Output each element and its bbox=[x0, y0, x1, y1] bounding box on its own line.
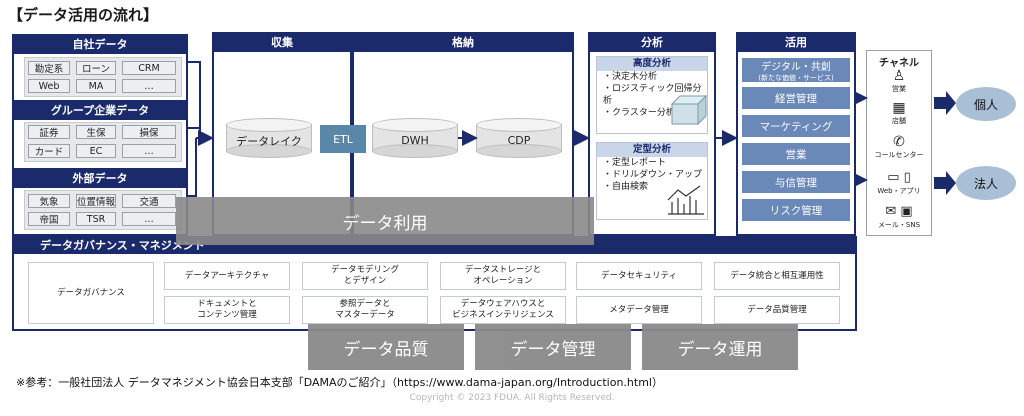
source-tag: 気象 bbox=[28, 194, 70, 208]
source-tag: Web bbox=[28, 79, 70, 93]
data-operation-bar: データ運用 bbox=[642, 324, 798, 370]
collection-header: 収集 bbox=[212, 32, 352, 52]
source-tag: … bbox=[122, 144, 176, 158]
channel-label: 営業 bbox=[892, 85, 906, 93]
data-use-overlay: データ利用 bbox=[176, 197, 594, 245]
group-data-header: グループ企業データ bbox=[12, 100, 188, 120]
governance-cell: データウェアハウスと ビジネスインテリジェンス bbox=[440, 296, 566, 324]
reference-footnote: ※参考：一般社団法人 データマネジメント協会日本支部「DAMAのご紹介」（htt… bbox=[16, 376, 663, 389]
target-individual: 個人 bbox=[956, 87, 1016, 121]
source-tag: TSR bbox=[76, 212, 116, 226]
channel-callcenter: ✆ コールセンター bbox=[866, 134, 932, 160]
channel-label: 店舗 bbox=[892, 117, 906, 125]
governance-cell: 参照データと マスターデータ bbox=[302, 296, 428, 324]
copyright: Copyright © 2023 FDUA. All Rights Reserv… bbox=[409, 393, 615, 403]
usage-item-credit: 与信管理 bbox=[742, 171, 850, 193]
channels-header: チャネル bbox=[879, 58, 919, 69]
governance-header-label: データガバナンス・マネジメント bbox=[40, 239, 205, 252]
standard-analysis-header: 定型分析 bbox=[597, 143, 707, 157]
analysis-item: ・自由検索 bbox=[603, 182, 649, 192]
governance-cell: データセキュリティ bbox=[576, 262, 702, 290]
dwh-label: DWH bbox=[401, 134, 429, 148]
advanced-analysis-header: 高度分析 bbox=[597, 57, 707, 71]
channel-label: Web・アプリ bbox=[877, 187, 921, 195]
source-tag: ローン bbox=[76, 61, 116, 75]
channel-sales: ♙ 営業 bbox=[866, 68, 932, 94]
chart-icon bbox=[667, 185, 704, 215]
analysis-item: ・決定木分析 bbox=[603, 72, 658, 82]
data-management-bar: データ管理 bbox=[475, 324, 631, 370]
advanced-analysis-card: 高度分析 ・決定木分析 ・ロジスティック回帰分析 ・クラスター分析 bbox=[596, 56, 708, 134]
governance-cell: データモデリング とデザイン bbox=[302, 262, 428, 290]
analysis-header: 分析 bbox=[588, 32, 716, 52]
channel-web: ▭ ▯ Web・アプリ bbox=[866, 170, 932, 196]
analysis-item: ・ロジスティック回帰分析 bbox=[603, 84, 702, 106]
mail-icon: ✉ ▣ bbox=[885, 204, 913, 219]
source-tag: EC bbox=[76, 144, 116, 158]
governance-cell: メタデータ管理 bbox=[576, 296, 702, 324]
governance-cell: データ統合と相互運用性 bbox=[714, 262, 840, 290]
source-tag: 損保 bbox=[122, 125, 176, 139]
usage-item-marketing: マーケティング bbox=[742, 115, 850, 137]
channel-label: コールセンター bbox=[874, 151, 924, 159]
usage-item-sub: (新たな価値・サービス) bbox=[758, 73, 834, 82]
governance-cell: ドキュメントと コンテンツ管理 bbox=[164, 296, 290, 324]
cdp-label: CDP bbox=[507, 134, 531, 148]
governance-cell: データ品質管理 bbox=[714, 296, 840, 324]
analysis-item: ・定型レポート bbox=[603, 158, 667, 168]
source-tag: カード bbox=[28, 144, 70, 158]
source-tag: 位置情報 bbox=[76, 194, 116, 208]
target-corporate: 法人 bbox=[956, 166, 1016, 200]
source-tag: … bbox=[122, 212, 176, 226]
channels-panel bbox=[866, 50, 932, 236]
source-tag: 勘定系 bbox=[28, 61, 70, 75]
governance-cell: データストレージと オペレーション bbox=[440, 262, 566, 290]
standard-analysis-card: 定型分析 ・定型レポート ・ドリルダウン・アップ ・自由検索 bbox=[596, 142, 708, 220]
channel-mail: ✉ ▣ メール・SNS bbox=[866, 204, 932, 230]
cube-icon bbox=[670, 94, 708, 126]
analysis-item: ・クラスター分析 bbox=[603, 108, 675, 118]
person-icon: ♙ bbox=[892, 68, 906, 84]
phone-icon: ✆ bbox=[893, 134, 905, 150]
usage-header: 活用 bbox=[736, 32, 856, 52]
external-data-header: 外部データ bbox=[12, 168, 188, 188]
datalake-cylinder: データレイク bbox=[226, 118, 312, 158]
governance-main-cell: データガバナンス bbox=[28, 262, 154, 324]
usage-item-sales: 営業 bbox=[742, 143, 850, 165]
source-tag: … bbox=[122, 79, 176, 93]
governance-cell: データアーキテクチャ bbox=[164, 262, 290, 290]
dwh-cylinder: DWH bbox=[372, 118, 458, 158]
usage-item-digital: デジタル・共創 (新たな価値・サービス) bbox=[742, 58, 850, 82]
store-icon: ▦ bbox=[892, 100, 906, 116]
usage-item-management: 経営管理 bbox=[742, 87, 850, 109]
page-title: 【データ活用の流れ】 bbox=[8, 6, 159, 24]
pc-mobile-icon: ▭ ▯ bbox=[887, 170, 911, 185]
cdp-cylinder: CDP bbox=[476, 118, 562, 158]
channel-label: メール・SNS bbox=[877, 221, 921, 229]
source-tag: CRM bbox=[122, 61, 176, 75]
usage-item-risk: リスク管理 bbox=[742, 199, 850, 221]
channel-branch: ▦ 店舗 bbox=[866, 100, 932, 126]
source-tag: 帝国 bbox=[28, 212, 70, 226]
data-quality-bar: データ品質 bbox=[308, 324, 464, 370]
usage-item-label: デジタル・共創 bbox=[761, 61, 831, 73]
own-data-header: 自社データ bbox=[12, 34, 188, 54]
source-tag: 証券 bbox=[28, 125, 70, 139]
analysis-item: ・ドリルダウン・アップ bbox=[603, 170, 703, 180]
datalake-label: データレイク bbox=[236, 135, 302, 149]
etl-box: ETL bbox=[320, 125, 366, 153]
source-tag: MA bbox=[76, 79, 116, 93]
storage-header: 格納 bbox=[352, 32, 574, 52]
source-tag: 生保 bbox=[76, 125, 116, 139]
source-tag: 交通 bbox=[122, 194, 176, 208]
